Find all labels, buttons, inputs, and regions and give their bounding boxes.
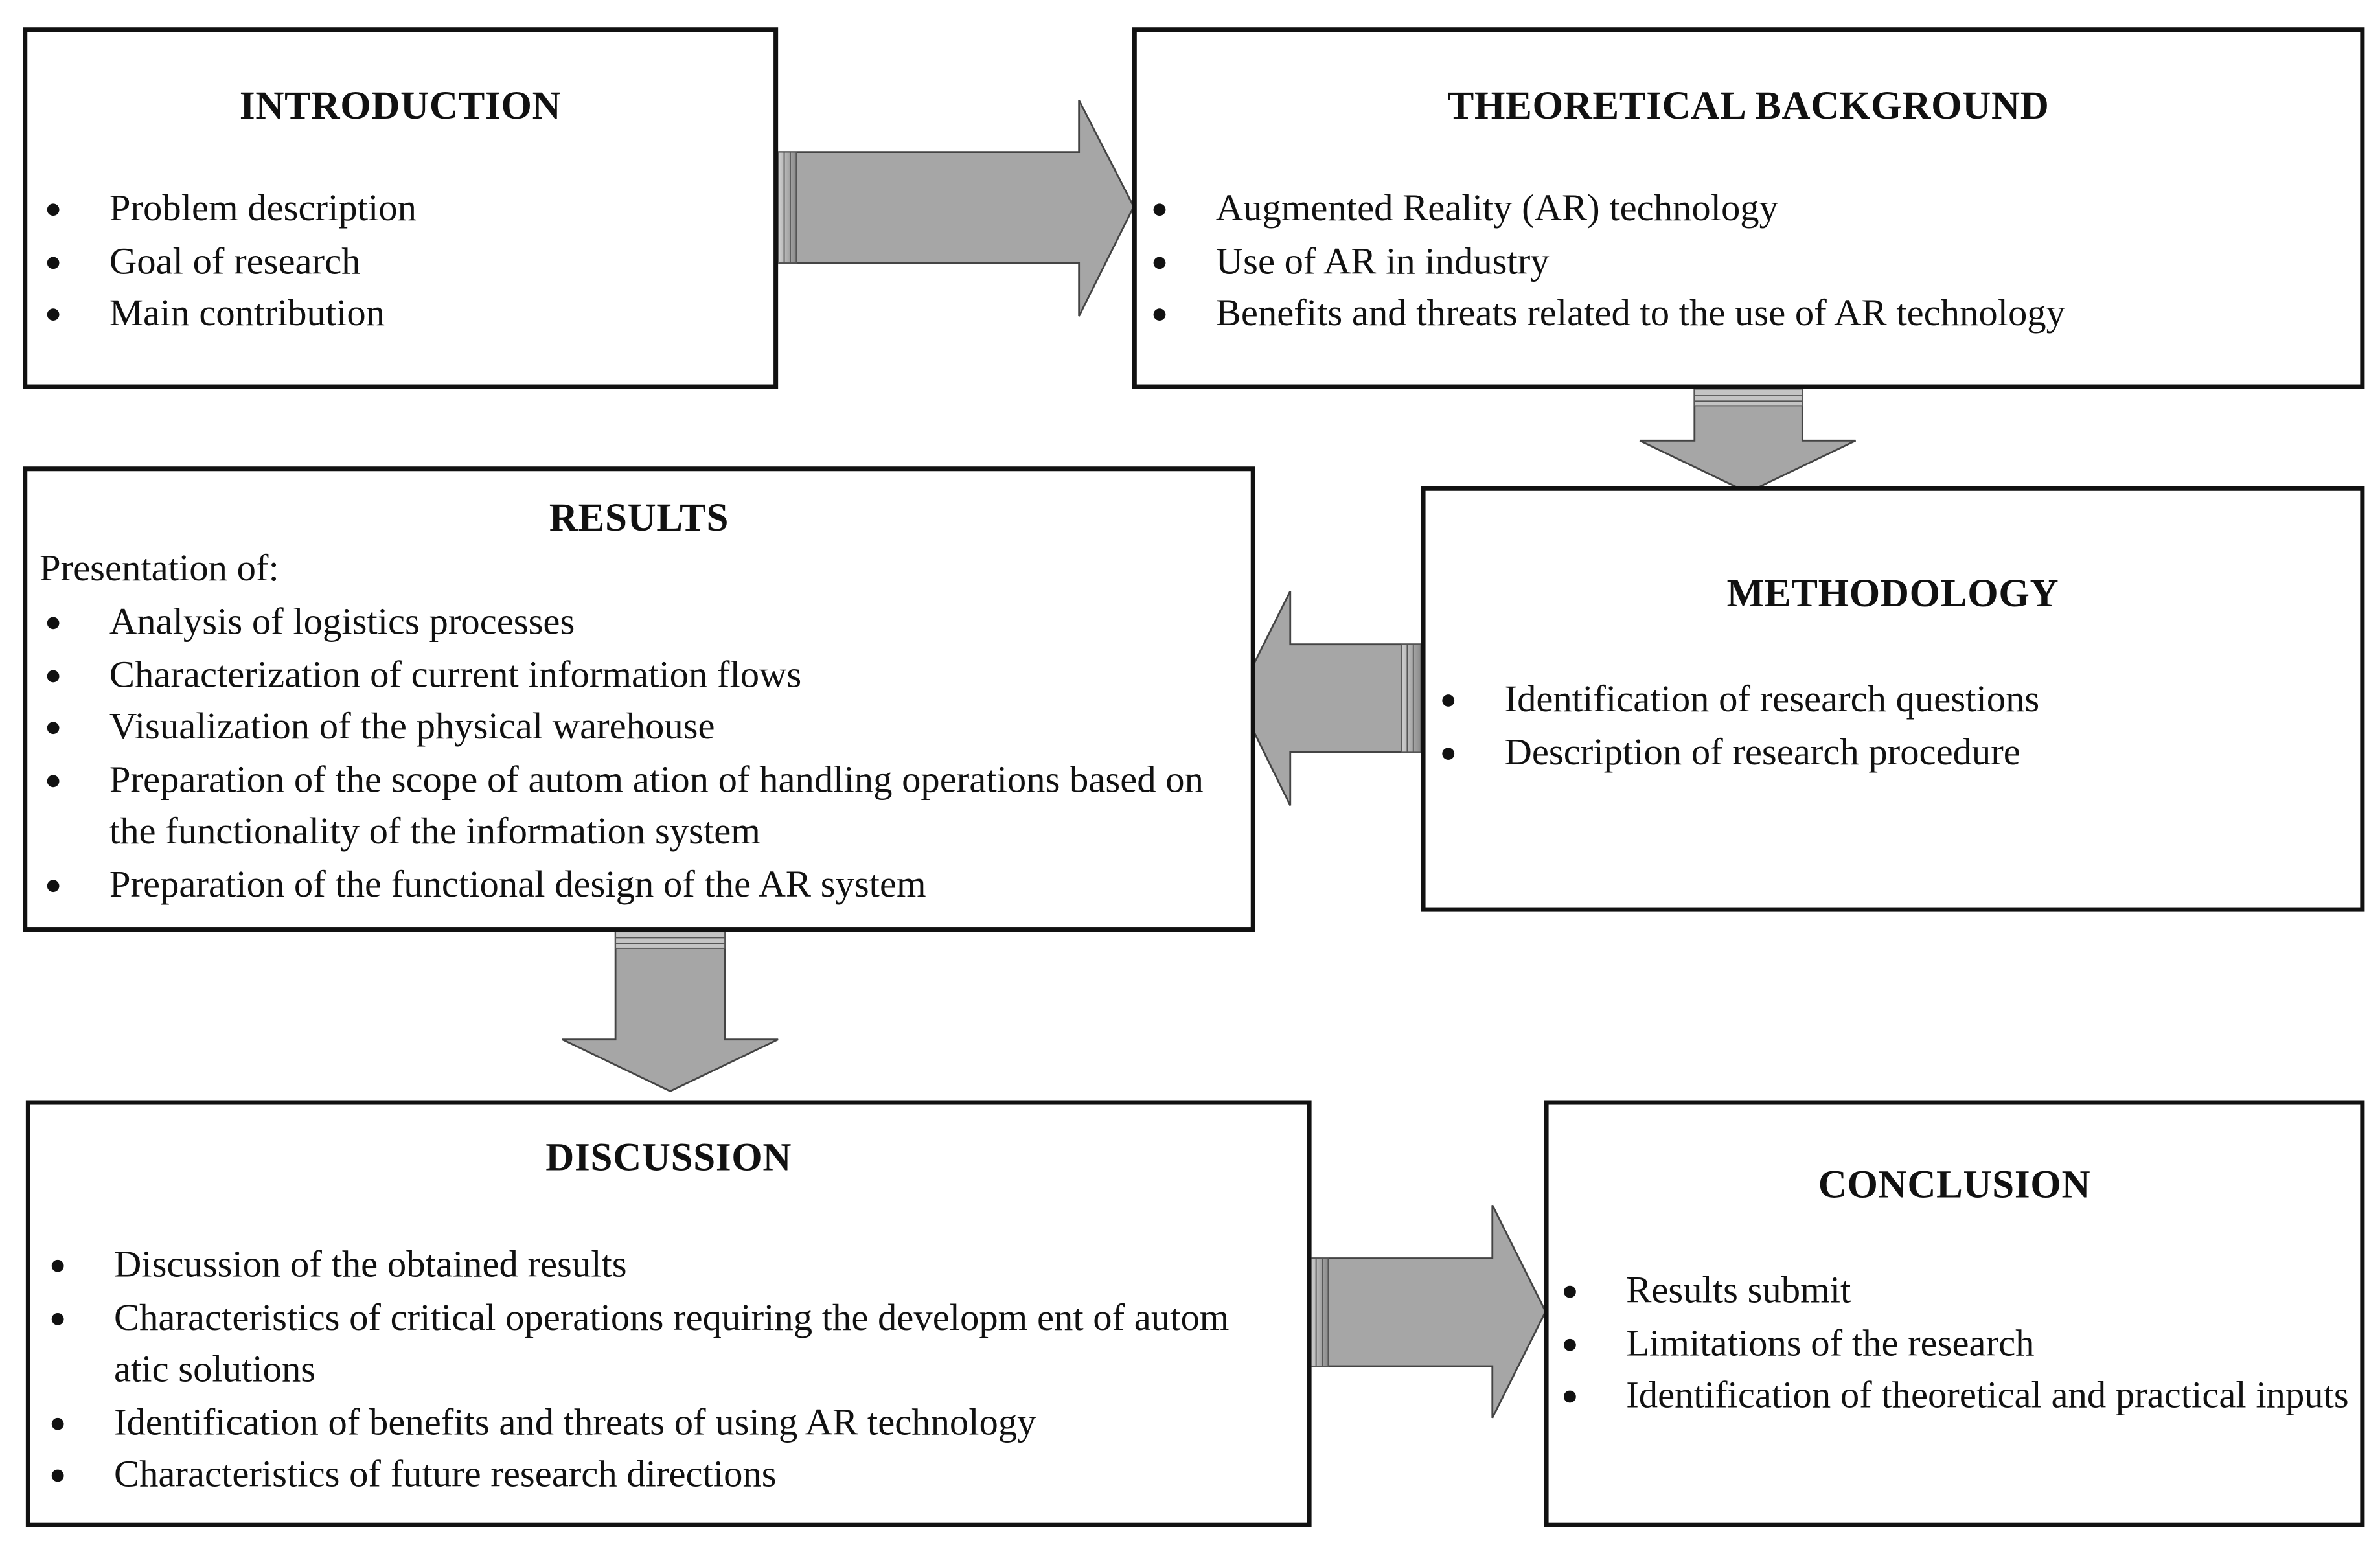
introduction-title: INTRODUCTION	[239, 84, 562, 128]
arrow-theory-to-methodology	[1639, 388, 1857, 494]
list-item: Description of research procedure	[1437, 727, 2354, 780]
list-item: Characteristics of future research direc…	[47, 1450, 1286, 1502]
theoretical-background-title: THEORETICAL BACKGROUND	[1447, 84, 2050, 128]
conclusion-title: CONCLUSION	[1818, 1162, 2091, 1207]
methodology-list: Identification of research questions Des…	[1437, 675, 2354, 780]
theoretical-background-box: THEORETICAL BACKGROUND Augmented Reality…	[1132, 27, 2365, 389]
arrow-discussion-to-conclusion	[1309, 1204, 1547, 1419]
conclusion-list: Results submit Limitations of the resear…	[1559, 1266, 2351, 1423]
conclusion-box: CONCLUSION Results submit Limitations of…	[1544, 1100, 2365, 1527]
list-item: Identification of benefits and threats o…	[47, 1397, 1286, 1450]
list-item: Identification of research questions	[1437, 675, 2354, 727]
results-list: Analysis of logistics processes Characte…	[43, 597, 1217, 912]
list-item: Benefits and threats related to the use …	[1149, 289, 2354, 341]
arrow-methodology-to-results	[1236, 590, 1422, 807]
list-item: Goal of research	[43, 236, 764, 289]
list-item: Preparation of the scope of autom ation …	[43, 755, 1217, 860]
list-item: Use of AR in industry	[1149, 236, 2354, 289]
results-title: RESULTS	[549, 495, 729, 540]
list-item: Augmented Reality (AR) technology	[1149, 184, 2354, 236]
list-item: Discussion of the obtained results	[47, 1240, 1286, 1292]
list-item: Main contribution	[43, 289, 764, 341]
methodology-title: METHODOLOGY	[1726, 571, 2059, 616]
list-item: Preparation of the functional design of …	[43, 860, 1217, 912]
list-item: Visualization of the physical warehouse	[43, 702, 1217, 755]
list-item: Limitations of the research	[1559, 1318, 2351, 1371]
methodology-box: METHODOLOGY Identification of research q…	[1421, 486, 2365, 912]
arrow-results-to-discussion	[562, 930, 779, 1092]
discussion-list: Discussion of the obtained results Chara…	[47, 1240, 1286, 1502]
list-item: Characterization of current information …	[43, 650, 1217, 702]
list-item: Analysis of logistics processes	[43, 597, 1217, 650]
theoretical-background-list: Augmented Reality (AR) technology Use of…	[1149, 184, 2354, 341]
results-intro: Presentation of:	[39, 548, 279, 590]
arrow-intro-to-theory	[777, 100, 1135, 317]
discussion-box: DISCUSSION Discussion of the obtained re…	[25, 1100, 1312, 1527]
introduction-box: INTRODUCTION Problem description Goal of…	[23, 27, 779, 389]
discussion-title: DISCUSSION	[545, 1135, 792, 1180]
list-item: Identification of theoretical and practi…	[1559, 1371, 2351, 1423]
list-item: Characteristics of critical operations r…	[47, 1292, 1286, 1397]
list-item: Results submit	[1559, 1266, 2351, 1318]
results-box: RESULTS Presentation of: Analysis of log…	[23, 466, 1255, 932]
list-item: Problem description	[43, 184, 764, 236]
introduction-list: Problem description Goal of research Mai…	[43, 184, 764, 341]
